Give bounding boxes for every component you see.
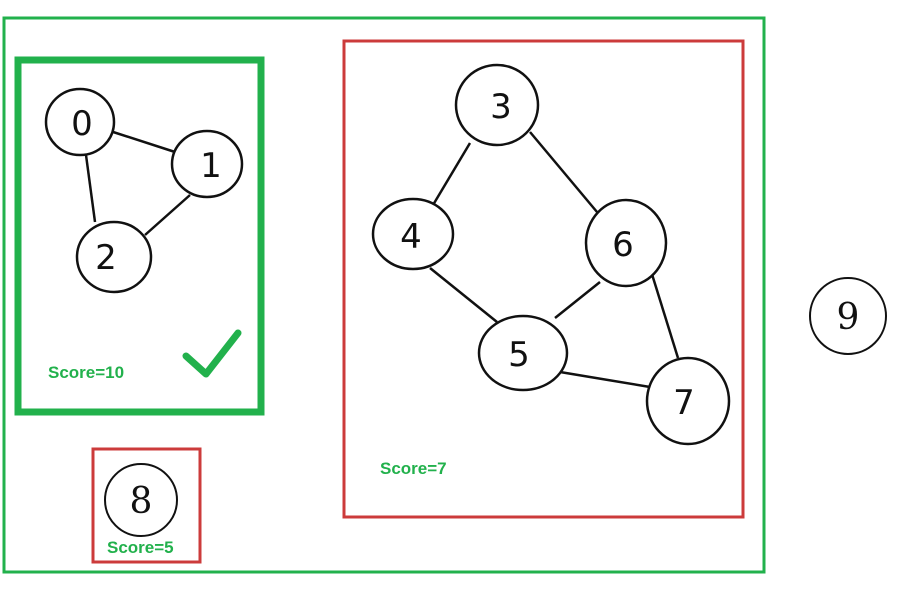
svg-text:6: 6 — [612, 225, 634, 265]
edge-0-1 — [109, 129, 176, 154]
node-8: 8 — [104, 463, 178, 537]
node-1: 1 — [170, 129, 244, 199]
edge-0-2 — [84, 154, 97, 223]
edge-3-4 — [431, 142, 472, 206]
node-7: 7 — [645, 356, 731, 446]
component-b-frame — [342, 39, 745, 519]
score-label-component-b: Score=7 — [380, 459, 447, 478]
svg-text:3: 3 — [490, 87, 512, 127]
node-4: 4 — [371, 197, 455, 271]
node-2: 2 — [75, 220, 153, 294]
outer-container-frame — [2, 16, 766, 574]
edge-4-5 — [429, 267, 498, 323]
checkmark-icon — [182, 329, 242, 378]
score-label-component-a: Score=10 — [48, 363, 124, 382]
node-9: 9 — [809, 277, 887, 355]
svg-text:7: 7 — [673, 383, 695, 423]
svg-text:0: 0 — [71, 104, 93, 144]
svg-text:1: 1 — [200, 146, 222, 186]
edge-5-7 — [559, 370, 651, 389]
edge-3-6 — [529, 131, 598, 213]
svg-text:4: 4 — [400, 217, 422, 257]
node-3: 3 — [454, 63, 540, 147]
component-c-frame — [91, 447, 202, 564]
node-6: 6 — [584, 198, 668, 288]
edge-5-6 — [554, 281, 601, 319]
node-5: 5 — [477, 314, 569, 392]
edge-1-2 — [144, 194, 191, 236]
component-a-frame — [14, 56, 265, 416]
svg-text:5: 5 — [508, 335, 530, 375]
svg-text:8: 8 — [130, 481, 153, 522]
svg-text:9: 9 — [837, 297, 860, 338]
node-0: 0 — [44, 87, 116, 157]
score-label-component-c: Score=5 — [107, 538, 174, 557]
edge-6-7 — [649, 270, 680, 359]
svg-text:2: 2 — [95, 238, 117, 278]
